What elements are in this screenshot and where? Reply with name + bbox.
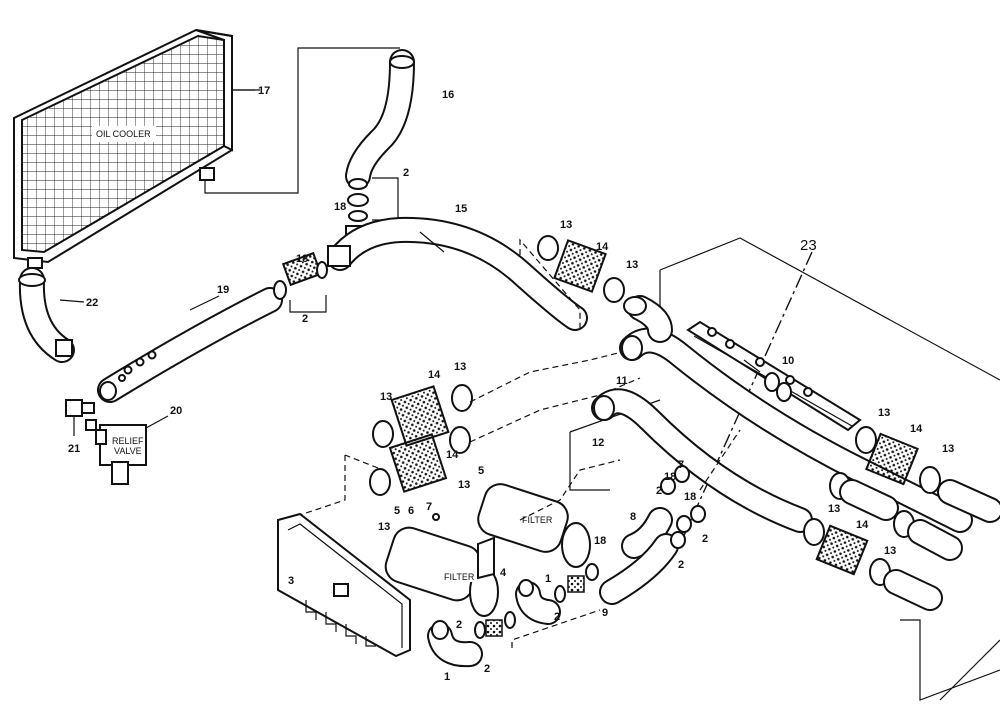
filter-upper-label: FILTER bbox=[522, 515, 553, 525]
fittings-18-2-filters bbox=[474, 563, 599, 639]
cooler-link-line bbox=[204, 47, 400, 194]
callout-18a: 18 bbox=[334, 201, 346, 213]
oil-cooler-label: OIL COOLER bbox=[96, 129, 151, 139]
callout-23: 23 bbox=[800, 237, 817, 254]
callout-14c: 14 bbox=[446, 449, 459, 461]
pipe-12 bbox=[591, 388, 813, 533]
elbow-fitting-22 bbox=[18, 267, 75, 363]
clamp-group-18-upper bbox=[273, 251, 328, 313]
link-line-a bbox=[469, 349, 631, 403]
callout-14e: 14 bbox=[856, 519, 869, 531]
callout-13g: 13 bbox=[878, 407, 890, 419]
link-line-b bbox=[469, 377, 641, 443]
pipe-11 bbox=[619, 327, 973, 533]
filter-bracket bbox=[432, 513, 495, 580]
callout-18e: 18 bbox=[594, 535, 606, 547]
link-line-e bbox=[519, 238, 581, 330]
callout-3: 3 bbox=[288, 575, 294, 587]
callout-1b: 1 bbox=[444, 671, 450, 683]
callout-13d: 13 bbox=[454, 361, 466, 373]
callout-13h: 13 bbox=[942, 443, 954, 455]
link-line-c bbox=[284, 455, 346, 521]
filter-lower-label: FILTER bbox=[444, 572, 475, 582]
hose-19-fittings bbox=[118, 350, 157, 382]
callout-2e: 2 bbox=[678, 559, 684, 571]
callout-15: 15 bbox=[455, 203, 467, 215]
callout-2a: 2 bbox=[403, 167, 409, 179]
callout-14b: 14 bbox=[428, 369, 441, 381]
callout-13f: 13 bbox=[378, 521, 390, 533]
sleeve-group-left bbox=[369, 384, 473, 496]
callout-9: 9 bbox=[602, 607, 608, 619]
callout-13b: 13 bbox=[626, 259, 638, 271]
callout-2c: 2 bbox=[656, 485, 662, 497]
callout-2g: 2 bbox=[456, 619, 462, 631]
link-line-f bbox=[511, 609, 601, 648]
callout-5b: 5 bbox=[394, 505, 400, 517]
link-line-d bbox=[344, 454, 379, 469]
callout-16: 16 bbox=[442, 89, 454, 101]
callout-2h: 2 bbox=[484, 663, 490, 675]
hose-15 bbox=[327, 216, 588, 331]
callout-2f: 2 bbox=[554, 611, 560, 623]
hose-9 bbox=[599, 533, 679, 605]
hose-8 bbox=[621, 507, 673, 559]
elbow-1-upper bbox=[515, 579, 561, 625]
callout-4: 4 bbox=[500, 567, 507, 579]
relief-valve-label-1: RELIEF bbox=[112, 436, 144, 446]
callout-18d: 18 bbox=[684, 491, 696, 503]
elbow-fitting-21 bbox=[65, 399, 97, 436]
callout-14d: 14 bbox=[910, 423, 923, 435]
callout-8: 8 bbox=[630, 511, 636, 523]
relief-valve: RELIEF VALVE bbox=[95, 415, 169, 485]
callout-13j: 13 bbox=[884, 545, 896, 557]
callout-11: 11 bbox=[616, 375, 628, 387]
sleeve-group-right-top bbox=[855, 426, 1000, 523]
callout-1a: 1 bbox=[545, 573, 551, 585]
link-line-g bbox=[519, 459, 621, 521]
callout-7b: 7 bbox=[426, 501, 432, 513]
fittings-18-2-right bbox=[660, 429, 741, 549]
callout-19: 19 bbox=[217, 284, 229, 296]
callout-5a: 5 bbox=[478, 465, 484, 477]
oil-cooler: OIL COOLER bbox=[13, 28, 260, 269]
callout-2b: 2 bbox=[302, 313, 308, 325]
callout-13c: 13 bbox=[380, 391, 392, 403]
sleeve-group-right-mid bbox=[829, 472, 963, 561]
callout-13i: 13 bbox=[828, 503, 840, 515]
callout-13e: 13 bbox=[458, 479, 470, 491]
callout-21: 21 bbox=[68, 443, 80, 455]
callout-10: 10 bbox=[782, 355, 794, 367]
base-plate bbox=[277, 512, 411, 658]
callout-6: 6 bbox=[408, 505, 414, 517]
pipe-sleeve-top bbox=[623, 295, 673, 343]
callout-18b: 18 bbox=[296, 253, 308, 265]
callout-20: 20 bbox=[170, 405, 182, 417]
callout-14a: 14 bbox=[596, 241, 609, 253]
callouts: 17 16 2 18 15 18 2 19 22 20 21 13 14 13 … bbox=[68, 85, 954, 683]
hose-19 bbox=[97, 287, 283, 403]
relief-valve-label-2: VALVE bbox=[114, 446, 142, 456]
sleeve-group-upper bbox=[537, 235, 625, 303]
manifold-10 bbox=[686, 320, 862, 432]
callout-17: 17 bbox=[258, 85, 270, 97]
leader-lines bbox=[59, 89, 761, 373]
callout-7a: 7 bbox=[678, 459, 684, 471]
filter-lower: FILTER bbox=[384, 526, 499, 617]
callout-18c: 18 bbox=[664, 471, 676, 483]
sleeve-group-right-bottom bbox=[803, 518, 943, 611]
callout-22: 22 bbox=[86, 297, 98, 309]
callout-13a: 13 bbox=[560, 219, 572, 231]
elbow-1-lower bbox=[427, 620, 483, 668]
callout-2d: 2 bbox=[702, 533, 708, 545]
callout-12: 12 bbox=[592, 437, 604, 449]
hose-16 bbox=[345, 49, 415, 189]
